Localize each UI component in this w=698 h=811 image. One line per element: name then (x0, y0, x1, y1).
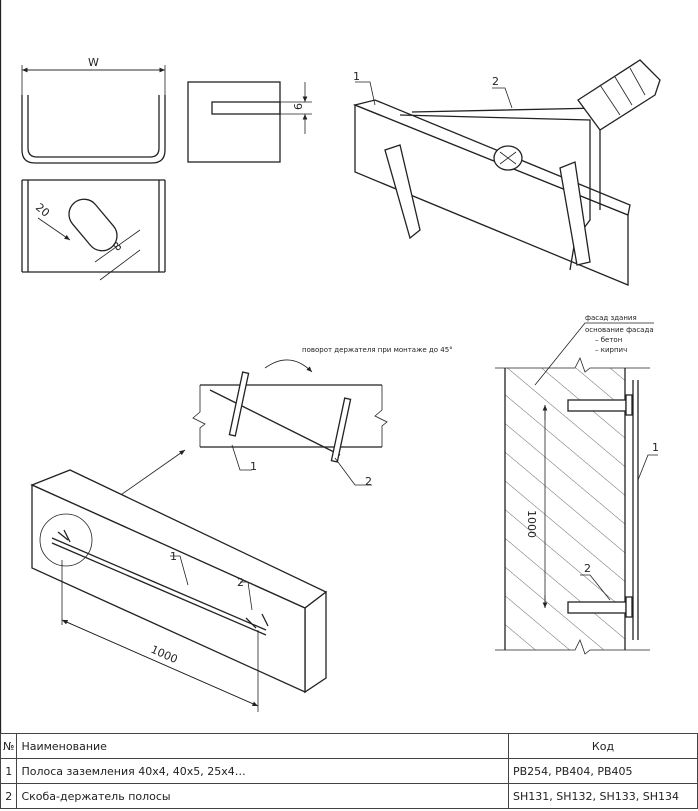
wall-plug-icon (577, 59, 661, 131)
wall-block-view: 1000 1 2 (30, 469, 328, 712)
callout-1-block: 1 (170, 550, 177, 563)
callout-2-iso: 2 (492, 75, 499, 88)
dim-1000-block: 1000 (149, 643, 180, 666)
dim-6-label: 6 (292, 103, 305, 110)
facade-title: фасад здания (585, 314, 637, 322)
callout-1-detail: 1 (250, 460, 257, 473)
header-name: Наименование (16, 733, 509, 759)
callout-2-detail: 2 (365, 475, 372, 488)
header-code: Код (508, 733, 698, 759)
table-row: 1 Полоса заземления 40x4, 40x5, 25x4… PB… (0, 758, 698, 784)
bracket-profile-view: W (21, 56, 166, 164)
callout-2-block: 2 (237, 576, 244, 589)
facade-concrete: – бетон (595, 336, 622, 344)
callout-2-facade: 2 (584, 562, 591, 575)
dim-w-label: W (88, 56, 99, 69)
rotation-note: поворот держателя при монтаже до 45° (302, 346, 453, 354)
parts-table: № Наименование Код 1 Полоса заземления 4… (0, 733, 698, 809)
callout-1-facade: 1 (652, 441, 659, 454)
rotation-arrow-icon (264, 359, 313, 373)
table-header-row: № Наименование Код (0, 733, 698, 759)
facade-section-view: 1000 фасад здания основание фасада – бет… (495, 314, 659, 655)
facade-brick: – кирпич (595, 346, 627, 354)
dim-1000-facade: 1000 (525, 510, 538, 538)
table-row: 2 Скоба-держатель полосы SH131, SH132, S… (0, 783, 698, 809)
header-num: № (0, 733, 18, 759)
rotation-detail: поворот держателя при монтаже до 45° 1 2 (84, 346, 453, 521)
facade-base: основание фасада (585, 326, 654, 334)
row-num: 2 (0, 783, 18, 809)
row-name: Полоса заземления 40x4, 40x5, 25x4… (16, 758, 509, 784)
row-code: SH131, SH132, SH133, SH134 (508, 783, 698, 809)
hole-view: 20 8 (21, 179, 166, 281)
row-name: Скоба-держатель полосы (16, 783, 509, 809)
dim-20-label: 20 (33, 201, 52, 220)
row-code: PB254, PB404, PB405 (508, 758, 698, 784)
dim-8-label: 8 (111, 239, 125, 253)
slot-view: 6 (187, 81, 312, 163)
holder-isometric-view: 1 2 (352, 59, 661, 286)
row-num: 1 (0, 758, 18, 784)
callout-1-iso: 1 (353, 70, 360, 83)
